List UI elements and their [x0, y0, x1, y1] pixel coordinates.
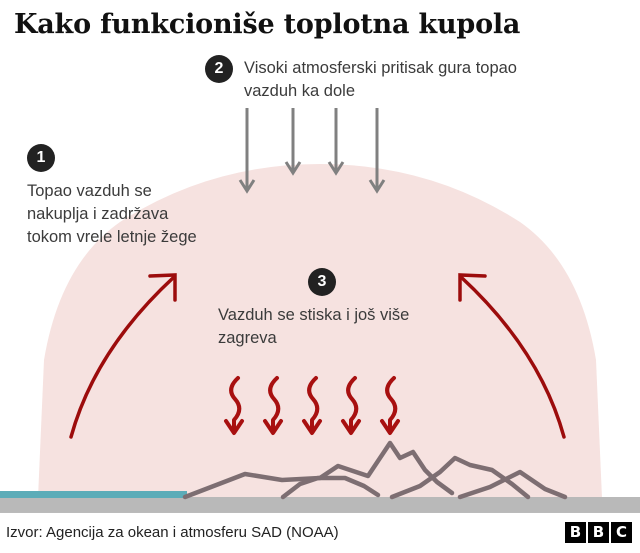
callout-3-badge: 3	[308, 268, 336, 296]
callout-3-text: Vazduh se stiska i još više zagreva	[218, 306, 410, 347]
callout-2-badge: 2	[205, 55, 233, 83]
curved-arrow-left	[69, 273, 177, 439]
pressure-arrow-1	[238, 108, 256, 194]
heat-dome-shape	[38, 164, 602, 498]
heat-squiggle-1	[224, 376, 244, 435]
callout-1: 1 Topao vazduh se nakuplja i zadržava to…	[27, 144, 202, 249]
water-line	[0, 491, 187, 498]
curved-arrow-group	[69, 273, 566, 439]
heat-squiggle-2	[263, 376, 283, 435]
callout-1-badge: 1	[27, 144, 55, 172]
bbc-logo-c: C	[611, 522, 632, 543]
bbc-logo-b1: B	[565, 522, 586, 543]
heat-squiggle-group	[224, 376, 400, 435]
ground-strip	[0, 497, 640, 512]
curved-arrow-right	[458, 273, 566, 439]
callout-1-text: Topao vazduh se nakuplja i zadržava toko…	[27, 182, 197, 246]
page-title: Kako funkcioniše toplotna kupola	[14, 9, 521, 40]
heat-squiggle-5	[380, 376, 400, 435]
heat-squiggle-3	[302, 376, 322, 435]
pressure-arrow-group	[238, 108, 386, 194]
footer: Izvor: Agencija za okean i atmosferu SAD…	[0, 512, 640, 553]
pressure-arrow-3	[327, 108, 345, 176]
pressure-arrow-2	[284, 108, 302, 176]
callout-3: 3 Vazduh se stiska i još više zagreva	[218, 268, 433, 350]
illustration-stage	[0, 108, 640, 512]
mountain-range	[182, 440, 568, 500]
callout-2-text: Visoki atmosferski pritisak gura topao v…	[244, 59, 517, 100]
source-text: Izvor: Agencija za okean i atmosferu SAD…	[6, 524, 339, 541]
pressure-arrow-4	[368, 108, 386, 194]
bbc-logo: B B C	[565, 522, 632, 543]
callout-2: 2 Visoki atmosferski pritisak gura topao…	[205, 55, 550, 103]
heat-squiggle-4	[341, 376, 361, 435]
bbc-logo-b2: B	[588, 522, 609, 543]
